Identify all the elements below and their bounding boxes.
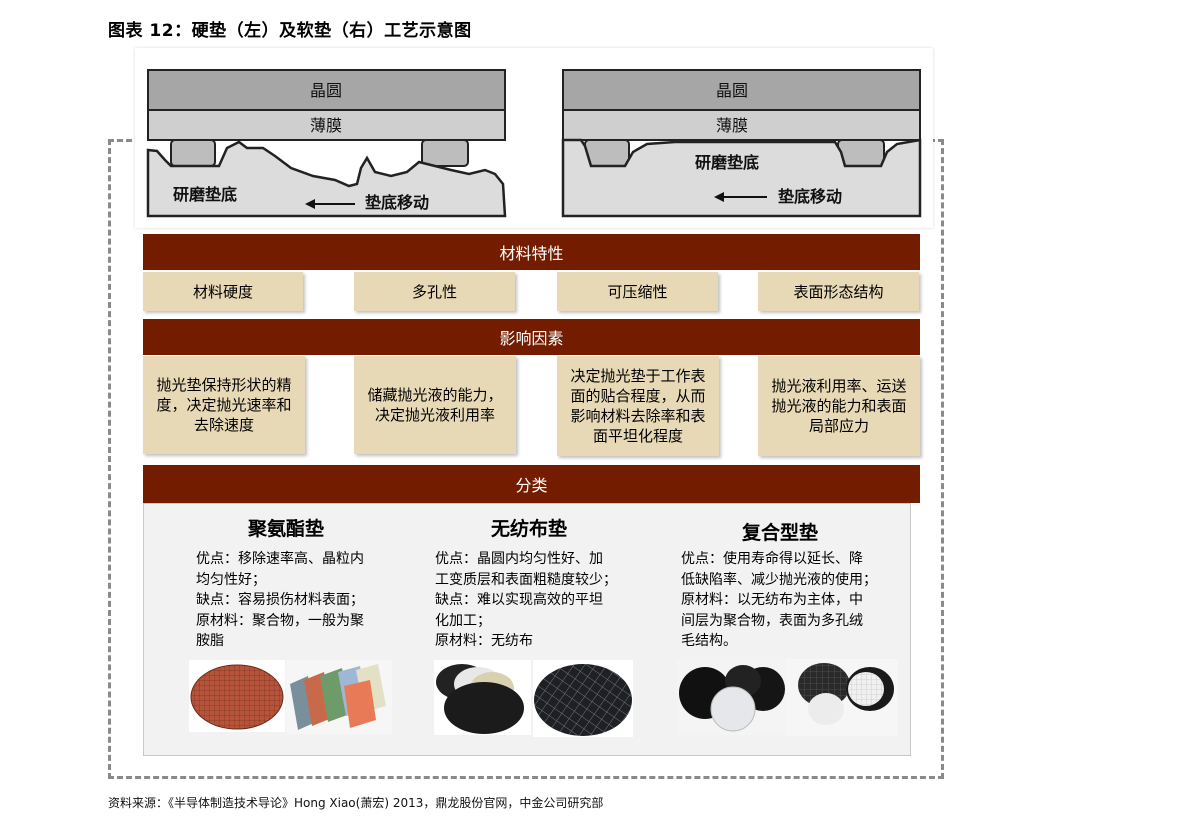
right-wafer-label: 晶圆 xyxy=(716,81,748,100)
left-wafer-label: 晶圆 xyxy=(310,81,342,100)
schematic-svg: 晶圆 薄膜 研磨垫底 垫底移动 晶圆 薄膜 研磨垫底 垫底移动 xyxy=(146,69,922,218)
composite-textured-pads-photo xyxy=(786,659,898,736)
property-compressibility: 可压缩性 xyxy=(557,272,718,311)
property-hardness: 材料硬度 xyxy=(143,272,303,311)
right-film-label: 薄膜 xyxy=(716,116,748,135)
left-film-label: 薄膜 xyxy=(310,116,342,135)
factor-hardness: 抛光垫保持形状的精 度，决定抛光速率和 去除速度 xyxy=(143,356,305,454)
polyurethane-samples-photo xyxy=(286,660,392,734)
schematic-panel: 晶圆 薄膜 研磨垫底 垫底移动 晶圆 薄膜 研磨垫底 垫底移动 xyxy=(135,48,933,228)
type-polyurethane-text: 优点：移除速率高、晶粒内 均匀性好； 缺点：容易损伤材料表面； 原材料：聚合物，… xyxy=(196,551,364,649)
polyurethane-pad-photo xyxy=(189,660,285,732)
left-arrow-head xyxy=(305,199,315,209)
property-porosity: 多孔性 xyxy=(354,272,515,311)
left-pad-label: 研磨垫底 xyxy=(173,185,237,204)
left-feature-2 xyxy=(421,139,469,167)
figure-title: 图表 12：硬垫（左）及软垫（右）工艺示意图 xyxy=(108,21,472,41)
classification-panel: 聚氨酯垫 优点：移除速率高、晶粒内 均匀性好； 缺点：容易损伤材料表面； 原材料… xyxy=(143,503,911,756)
type-composite-title: 复合型垫 xyxy=(742,522,819,544)
nonwoven-pads-photo xyxy=(434,660,531,735)
source-note: 资料来源：《半导体制造技术导论》Hong Xiao(萧宏) 2013，鼎龙股份官… xyxy=(108,796,604,810)
right-movement-label: 垫底移动 xyxy=(778,187,842,206)
factor-surface-morphology: 抛光液利用率、运送 抛光液的能力和表面 局部应力 xyxy=(758,356,920,456)
right-pad xyxy=(561,138,922,218)
classification-header: 分类 xyxy=(143,465,920,503)
factor-porosity: 储藏抛光液的能力， 决定抛光液利用率 xyxy=(354,356,516,454)
left-film xyxy=(147,109,506,141)
material-properties-header: 材料特性 xyxy=(143,234,920,270)
soft-pad-schematic: 晶圆 薄膜 研磨垫底 垫底移动 xyxy=(561,69,922,218)
composite-pads-photo xyxy=(677,659,787,735)
left-feature-1 xyxy=(170,139,216,167)
type-polyurethane-title: 聚氨酯垫 xyxy=(248,518,325,540)
right-feature-1 xyxy=(584,139,630,167)
right-film xyxy=(562,109,921,141)
influencing-factors-header: 影响因素 xyxy=(143,319,920,355)
property-surface-morphology: 表面形态结构 xyxy=(758,272,919,311)
right-arrow-head xyxy=(714,192,724,202)
left-movement-label: 垫底移动 xyxy=(365,193,429,212)
left-pad xyxy=(146,140,507,218)
type-nonwoven-text: 优点：晶圆内均匀性好、加 工变质层和表面粗糙度较少； 缺点：难以实现高效的平坦 … xyxy=(435,551,617,649)
type-nonwoven-title: 无纺布垫 xyxy=(491,518,568,540)
hard-pad-schematic: 晶圆 薄膜 研磨垫底 垫底移动 xyxy=(146,69,507,218)
right-wafer xyxy=(562,69,921,111)
nonwoven-grooved-pad-photo xyxy=(533,660,633,737)
type-composite-text: 优点：使用寿命得以延长、降 低缺陷率、减少抛光液的使用； 原材料：以无纺布为主体… xyxy=(681,551,877,649)
factor-compressibility: 决定抛光垫于工作表 面的贴合程度，从而 影响材料去除率和表 面平坦化程度 xyxy=(557,356,719,456)
right-pad-label: 研磨垫底 xyxy=(695,153,759,172)
